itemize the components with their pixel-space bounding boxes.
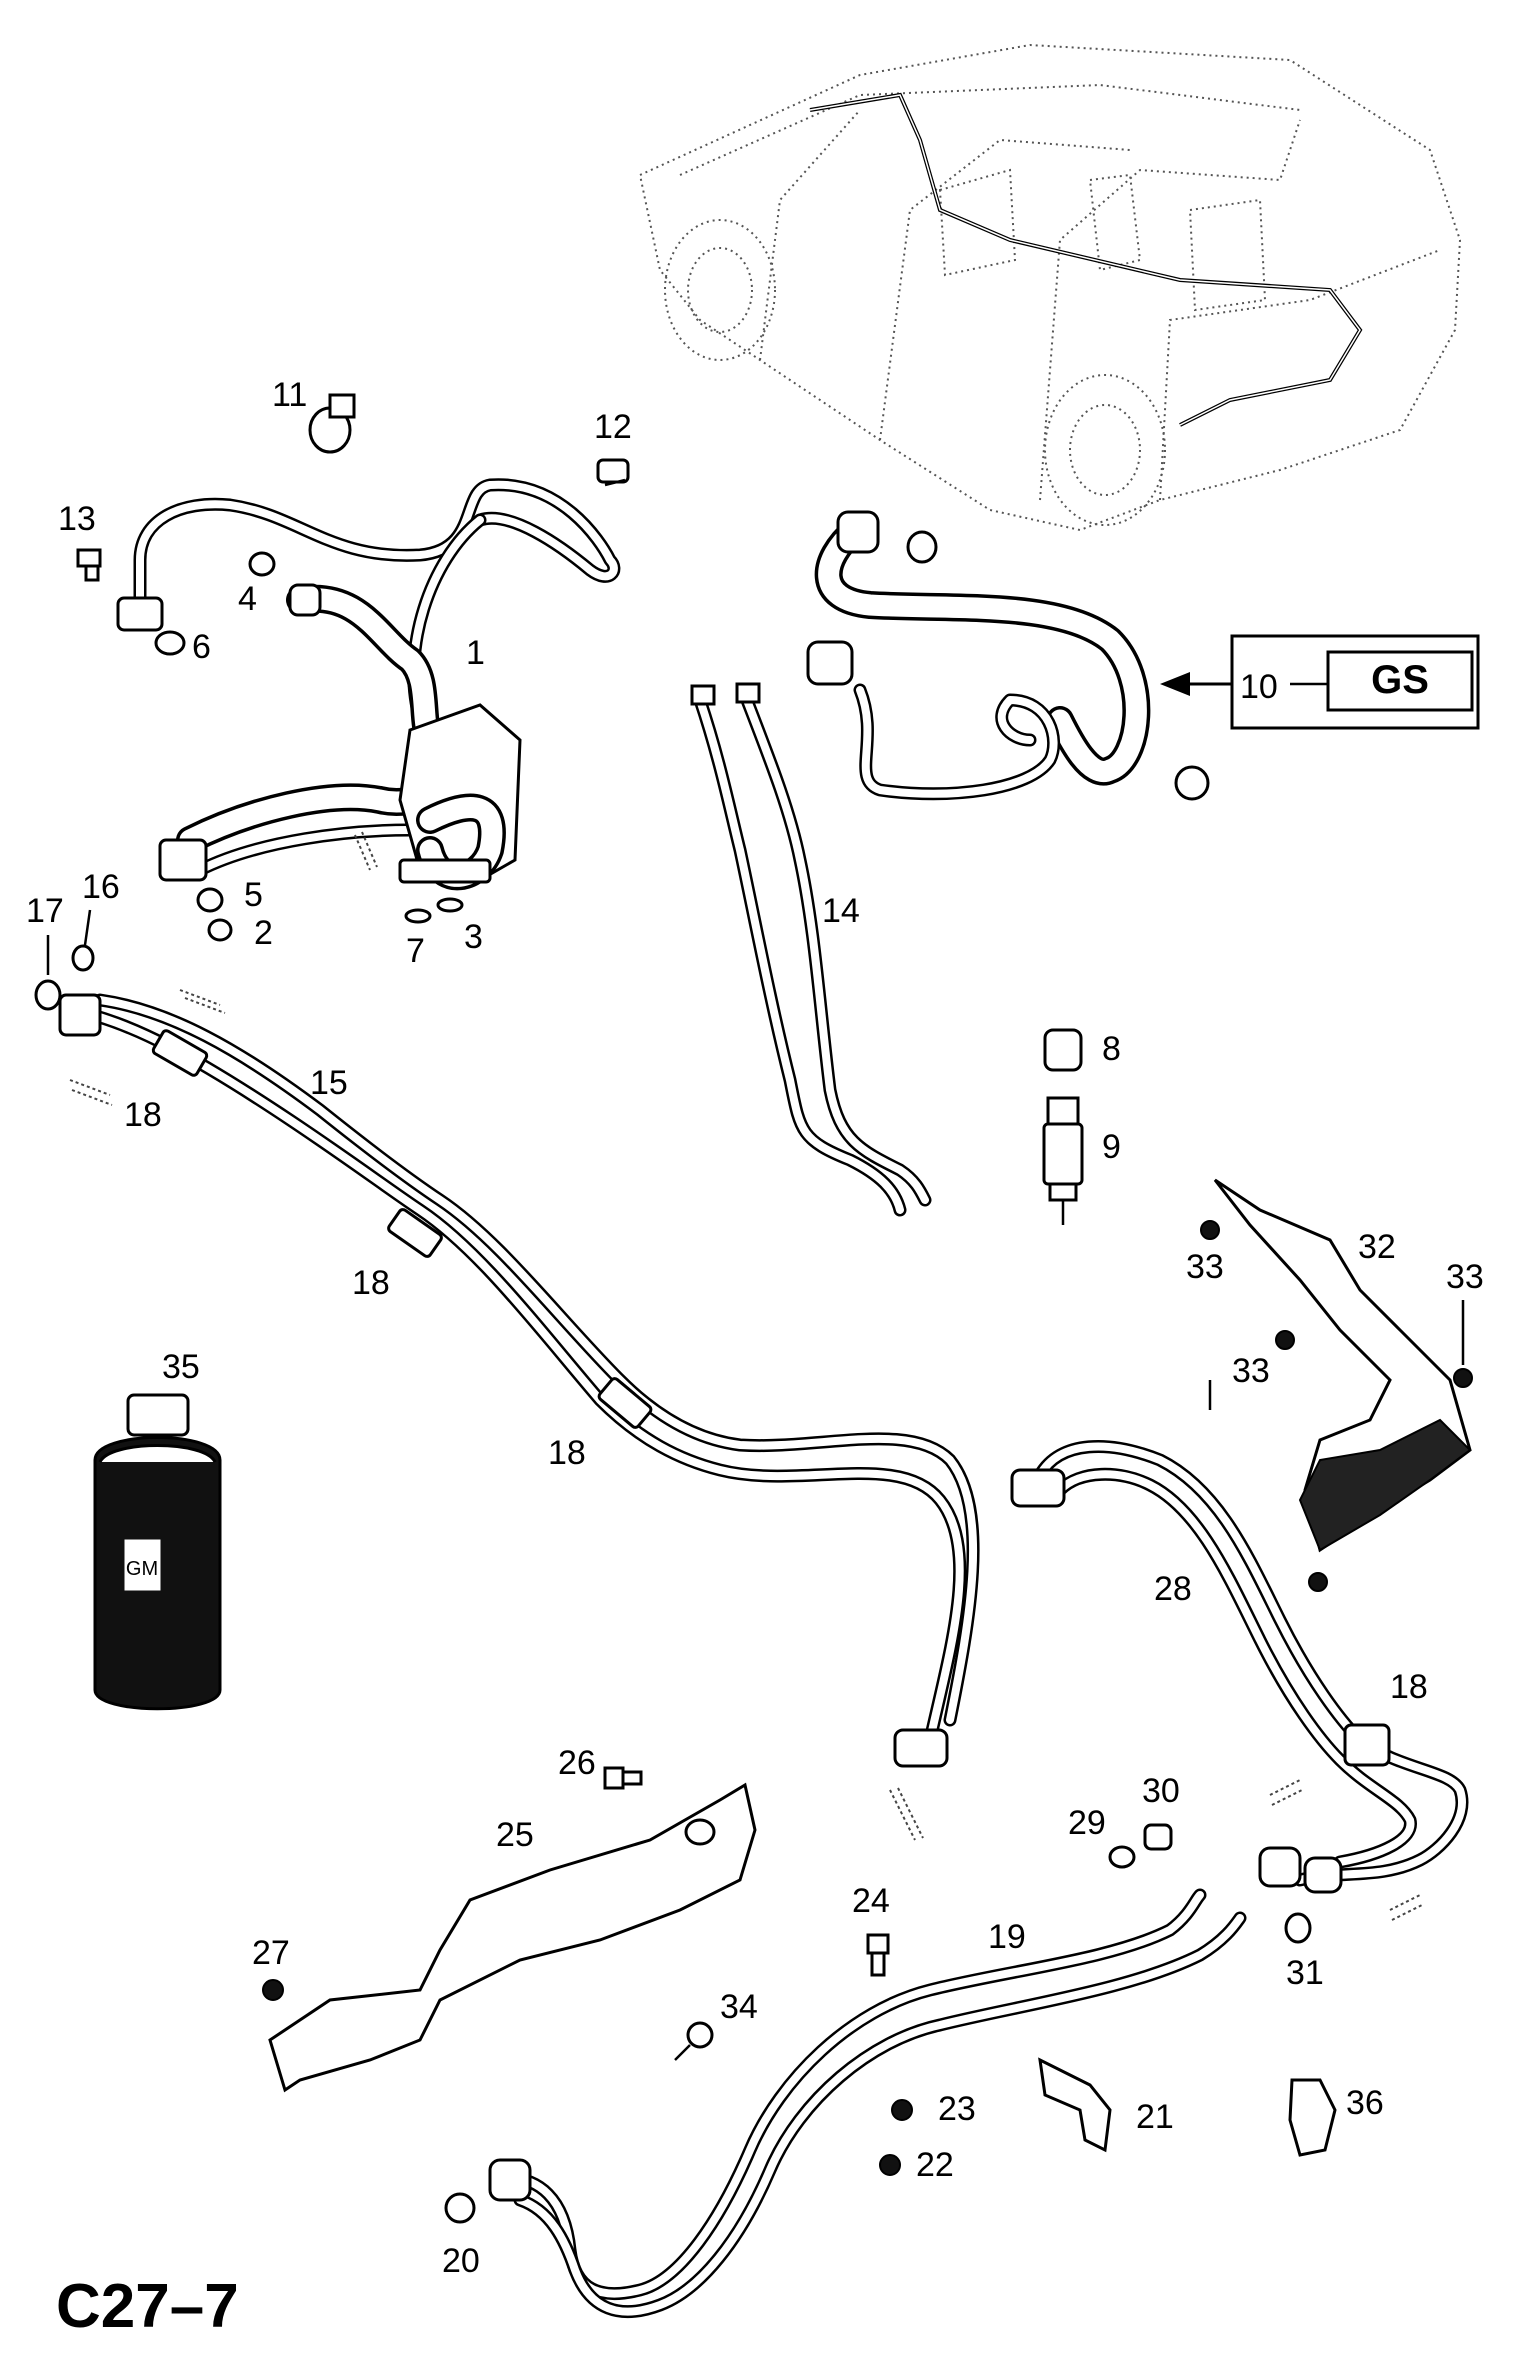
o-ring-part-31 xyxy=(1284,1912,1312,1944)
nut-part-23 xyxy=(891,2099,913,2121)
o-ring-part-16 xyxy=(71,944,95,972)
cap-part-8 xyxy=(1043,1028,1083,1072)
valve-part-9 xyxy=(1042,1096,1084,1225)
shield-part-25 xyxy=(268,1782,757,2093)
bolt-part-26 xyxy=(603,1766,643,1790)
o-ring-part-3 xyxy=(436,897,464,913)
o-ring-part-6 xyxy=(154,630,186,656)
o-ring-part-4 xyxy=(248,551,276,577)
callout-2: 2 xyxy=(254,914,273,952)
nut-part-33a xyxy=(1200,1220,1220,1240)
pipe-part-19 xyxy=(488,1888,1247,2319)
callout-18a: 18 xyxy=(124,1096,162,1134)
callout-7: 7 xyxy=(406,932,425,970)
shield-part-32 xyxy=(1213,1178,1472,1553)
vehicle-outline xyxy=(638,43,1462,532)
callout-21: 21 xyxy=(1136,2098,1174,2136)
callout-15: 15 xyxy=(310,1064,348,1102)
bottle-part-35 xyxy=(93,1393,222,1711)
o-ring-part-17 xyxy=(34,979,62,1011)
callout-18d: 18 xyxy=(1390,1668,1428,1706)
callout-29: 29 xyxy=(1068,1804,1106,1842)
bottle-brand-label: GM xyxy=(126,1558,158,1580)
callout-18b: 18 xyxy=(352,1264,390,1302)
pipe-part-28 xyxy=(1010,1440,1469,1894)
callout-26: 26 xyxy=(558,1744,596,1782)
pipe-part-14 xyxy=(690,682,932,1217)
callout-32: 32 xyxy=(1358,1228,1396,1266)
callout-3: 3 xyxy=(464,918,483,956)
o-ring-part-29 xyxy=(1108,1845,1136,1869)
clamp-part-11 xyxy=(308,393,356,454)
callout-16: 16 xyxy=(82,868,120,906)
nut-part-33b xyxy=(1275,1330,1295,1350)
callout-36: 36 xyxy=(1346,2084,1384,2122)
page-code: C27–7 xyxy=(56,2272,239,2341)
callout-33c: 33 xyxy=(1446,1258,1484,1296)
callout-35: 35 xyxy=(162,1348,200,1386)
callout-30: 30 xyxy=(1142,1772,1180,1810)
callout-18c: 18 xyxy=(548,1434,586,1472)
screw-part-34 xyxy=(674,2021,714,2061)
callout-23: 23 xyxy=(938,2090,976,2128)
o-ring-part-5 xyxy=(196,887,224,913)
o-ring-part-2 xyxy=(207,918,233,942)
callout-33b: 33 xyxy=(1232,1352,1270,1390)
gs-callout-box xyxy=(1160,634,1480,730)
callout-33a: 33 xyxy=(1186,1248,1224,1286)
clip-part-12 xyxy=(596,458,630,487)
callout-25: 25 xyxy=(496,1816,534,1854)
callout-31: 31 xyxy=(1286,1954,1324,1992)
clip-part-20 xyxy=(444,2192,476,2224)
pipe-part-15 xyxy=(58,993,980,1768)
nut-part-33c xyxy=(1453,1368,1473,1388)
callout-13: 13 xyxy=(58,500,96,538)
callout-17: 17 xyxy=(26,892,64,930)
o-ring-part-7 xyxy=(404,908,432,924)
callout-6: 6 xyxy=(192,628,211,666)
callout-20: 20 xyxy=(442,2242,480,2280)
callout-22: 22 xyxy=(916,2146,954,2184)
hose-assembly-part-1 xyxy=(116,478,621,891)
bracket-part-21 xyxy=(1038,2057,1112,2153)
nut-part-27 xyxy=(262,1979,284,2001)
callout-1: 1 xyxy=(466,634,485,672)
callout-12: 12 xyxy=(594,408,632,446)
callout-10: 10 xyxy=(1240,668,1278,706)
callout-14: 14 xyxy=(822,892,860,930)
callout-34: 34 xyxy=(720,1988,758,2026)
hatch-marks xyxy=(69,831,1423,1921)
callout-19: 19 xyxy=(988,1918,1026,1956)
bolt-part-24 xyxy=(866,1933,890,1977)
callout-11: 11 xyxy=(272,376,308,414)
nut-part-33d xyxy=(1308,1572,1328,1592)
hose-part-10 xyxy=(806,510,1210,801)
callout-9: 9 xyxy=(1102,1128,1121,1166)
callout-27: 27 xyxy=(252,1934,290,1972)
callout-4: 4 xyxy=(238,580,257,618)
bolt-part-13 xyxy=(76,548,102,582)
gs-label: GS xyxy=(1371,658,1429,702)
clip-part-36 xyxy=(1288,2078,1337,2157)
callout-28: 28 xyxy=(1154,1570,1192,1608)
plug-part-30 xyxy=(1143,1823,1173,1851)
callout-5: 5 xyxy=(244,876,263,914)
callout-8: 8 xyxy=(1102,1030,1121,1068)
callout-24: 24 xyxy=(852,1882,890,1920)
nut-part-22 xyxy=(879,2154,901,2176)
